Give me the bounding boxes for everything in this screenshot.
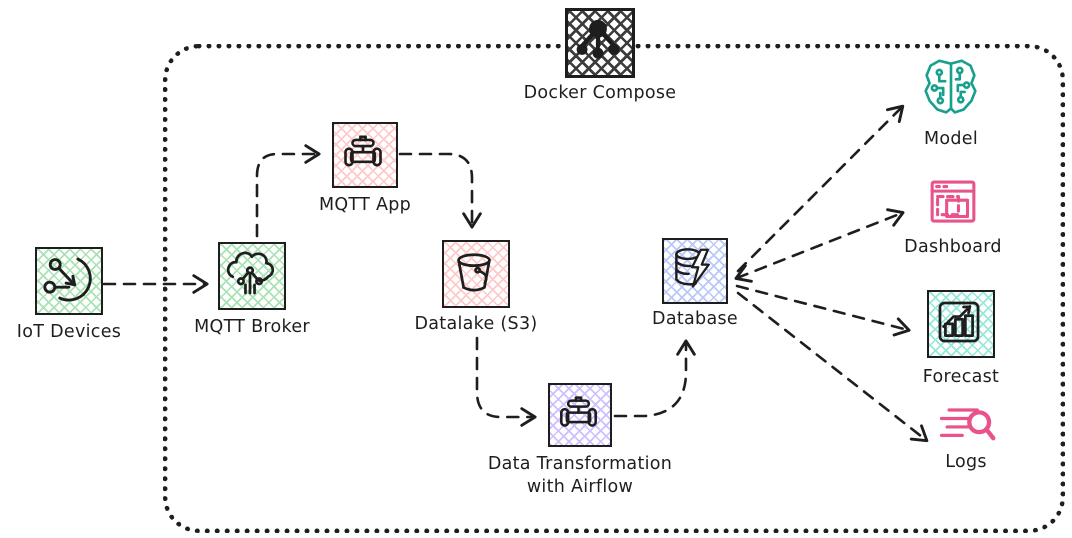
dashboard-icon — [930, 180, 976, 223]
data-transformation-box — [548, 383, 612, 447]
mqtt-app-label: MQTT App — [318, 195, 412, 215]
logs-label: Logs — [945, 452, 987, 472]
node-dashboard[interactable]: Dashboard — [904, 172, 1002, 257]
database-icon — [675, 248, 710, 288]
datalake-label: Datalake (S3) — [414, 314, 538, 334]
data-transformation-icon — [560, 396, 597, 427]
database-label: Database — [652, 309, 738, 329]
datalake-box — [442, 240, 510, 308]
iot-devices-label: IoT Devices — [16, 322, 122, 342]
node-docker-compose[interactable]: Docker Compose — [524, 8, 676, 103]
iot-devices-icon — [43, 257, 92, 302]
logs-icon — [939, 408, 996, 441]
forecast-label: Forecast — [922, 367, 1000, 387]
docker-compose-icon — [576, 19, 620, 59]
mqtt-app-icon — [344, 135, 382, 167]
node-datalake[interactable]: Datalake (S3) — [414, 240, 537, 334]
datalake-icon — [457, 253, 491, 292]
node-database[interactable]: Database — [652, 238, 738, 329]
node-logs[interactable]: Logs — [934, 403, 998, 472]
node-forecast[interactable]: Forecast — [923, 290, 999, 387]
forecast-icon — [938, 301, 980, 343]
mqtt-broker-icon — [226, 251, 275, 295]
mqtt-broker-label: MQTT Broker — [194, 317, 310, 337]
model-label: Model — [923, 129, 979, 149]
data-transformation-label: Data Transformation with Airflow — [487, 454, 673, 497]
node-model[interactable]: Model — [913, 56, 989, 149]
docker-compose-label: Docker Compose — [523, 83, 677, 103]
node-iot-devices[interactable]: IoT Devices — [17, 247, 121, 342]
node-mqtt-broker[interactable]: MQTT Broker — [194, 242, 310, 337]
node-data-transformation[interactable]: Data Transformation with Airflow — [488, 383, 672, 497]
node-mqtt-app[interactable]: MQTT App — [319, 122, 411, 215]
dashboard-label: Dashboard — [904, 237, 1002, 257]
model-icon — [924, 59, 977, 114]
